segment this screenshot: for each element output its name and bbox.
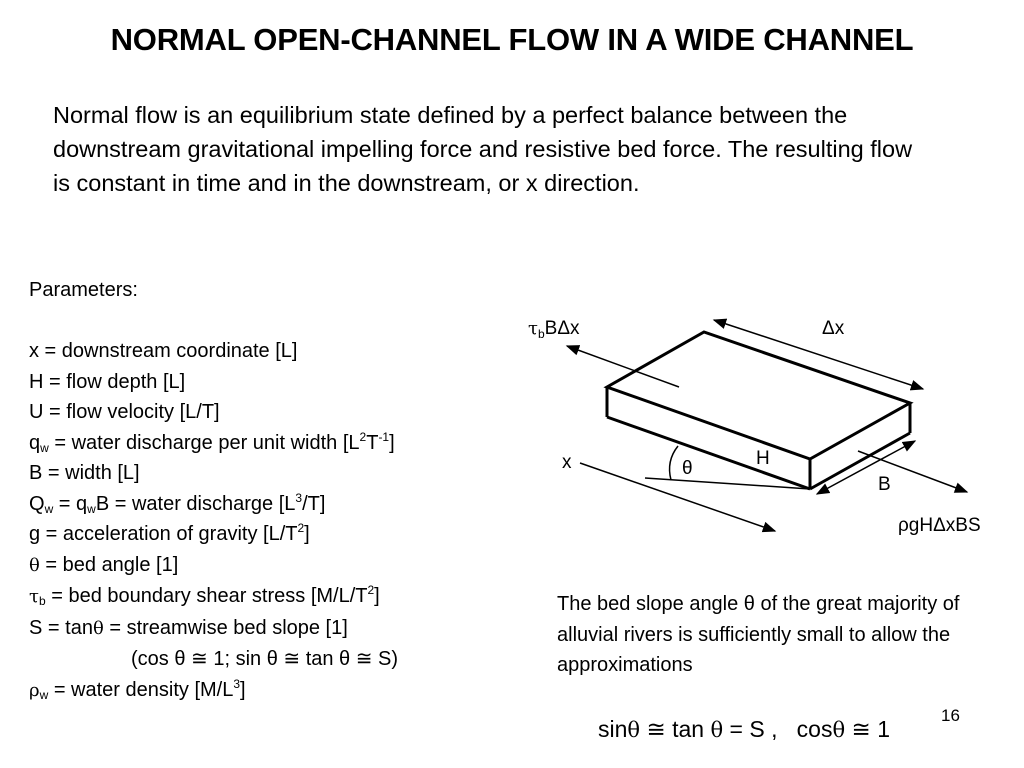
parameters-heading: Parameters: [29,279,138,301]
shear-force-arrow [565,345,680,388]
param-qw: qw = water discharge per unit width [L2T… [29,429,395,455]
bed-line [644,477,811,490]
dx-dimension-arrow [712,318,925,391]
param-tau: τb = bed boundary shear stress [M/L/T2] [29,583,380,608]
param-approx: (cos θ ≅ 1; sin θ ≅ tan θ ≅ S) [131,648,399,670]
approximation-equation: sinθ ≅ tan θ = S , cosθ ≅ 1 [598,716,890,742]
param-H: H = flow depth [L] [29,370,186,393]
param-rho: ρw = water density [M/L3] [29,676,246,702]
gravity-force-arrow [857,450,969,493]
label-B: B [878,474,891,495]
page-number: 16 [941,706,960,725]
label-theta: θ [682,458,693,479]
param-B: B = width [L] [29,462,140,484]
param-S: S = tanθ = streamwise bed slope [1] [29,616,348,639]
param-g: g = acceleration of gravity [L/T2] [29,521,310,545]
x-axis-arrow [579,462,777,533]
param-x: x = downstream coordinate [L] [29,340,298,362]
param-Qw: Qw = qwB = water discharge [L3/T] [29,490,326,516]
param-theta: θ = bed angle [1] [29,553,179,576]
slope-note: The bed slope angle θ of the great major… [557,593,960,676]
parameter-list: x = downstream coordinate [L] H = flow d… [29,336,398,706]
label-x: x [562,452,572,473]
channel-diagram: τbBΔx Δx x θ H B ρgHΔxBS [528,318,981,536]
intro-paragraph: Normal flow is an equilibrium state defi… [53,102,913,196]
b-dimension-arrow [815,440,917,495]
theta-arc [668,445,679,481]
label-shear-force: τbBΔx [528,318,580,341]
label-dx: Δx [822,318,845,339]
label-H: H [756,448,770,469]
label-gravity-force: ρgHΔxBS [898,515,981,536]
slide-title: NORMAL OPEN-CHANNEL FLOW IN A WIDE CHANN… [110,22,914,57]
param-U: U = flow velocity [L/T] [29,401,220,423]
